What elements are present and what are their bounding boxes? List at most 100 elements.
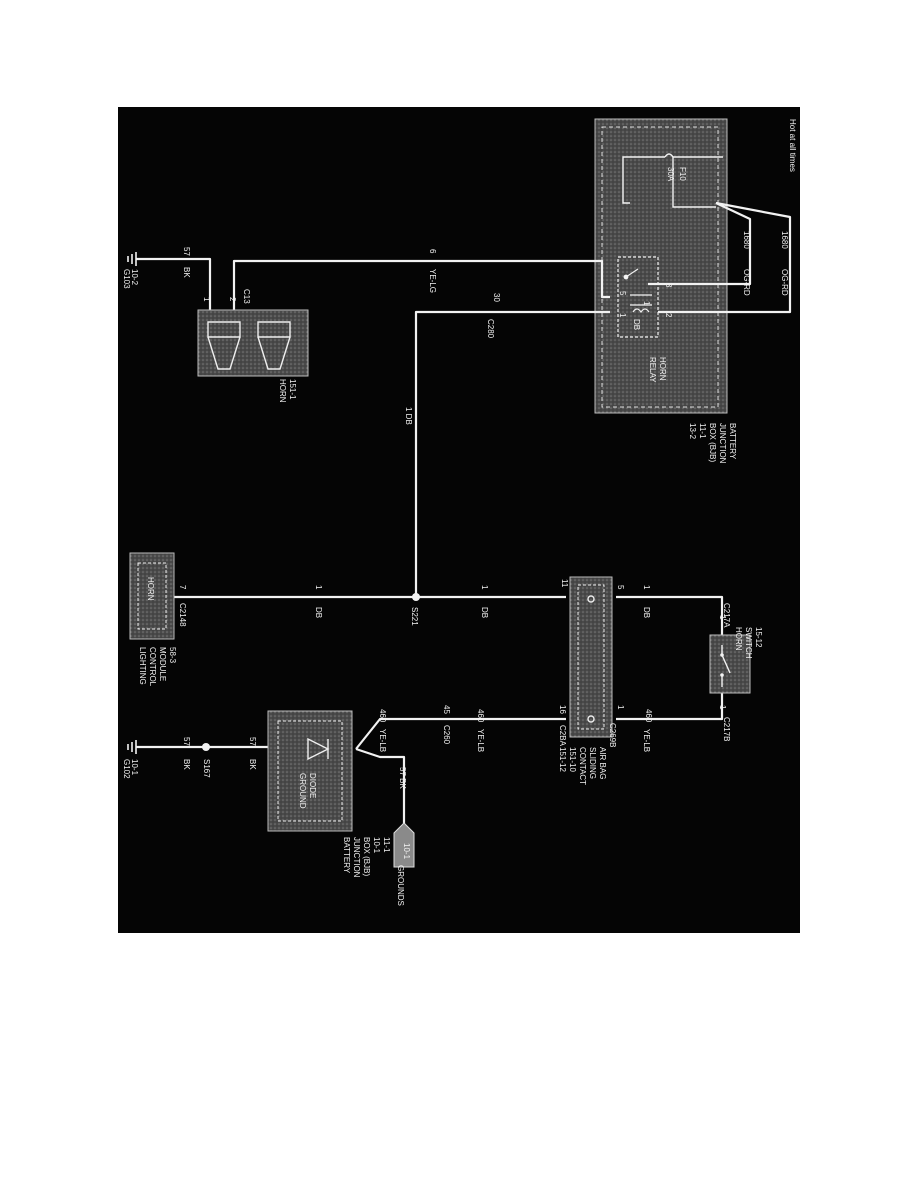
horn-pin-1: 1	[202, 297, 211, 302]
connector-c217b-label: C217B	[722, 717, 731, 741]
wire-1-vertical-label: 1 DB	[404, 407, 413, 425]
horn-switch-pin-bottom: 1	[718, 705, 727, 710]
horn	[197, 309, 309, 377]
wire-1680-inner	[648, 202, 752, 286]
diagram-canvas: Hot at all times F10 30A 1680 OG-RD 1680…	[122, 118, 797, 906]
ground-g103-ref: 10-2	[130, 269, 139, 286]
ground-diode-label-1: GROUND	[298, 773, 307, 809]
wire-57-bottom-circuit: 57	[248, 737, 257, 746]
splice-s221-label: S221	[410, 607, 419, 626]
wire-6-circuit: 6	[428, 249, 437, 254]
wire-1680-circuit-top: 1680	[780, 231, 789, 249]
wire-460-mid-pin: 16	[558, 705, 567, 714]
connector-c217a-label: C217A	[722, 603, 731, 628]
bjb-top-label-2: JUNCTION	[718, 423, 727, 464]
ground-symbol-g103	[127, 252, 137, 266]
airbag-label-3: CONTACT	[578, 747, 587, 785]
wire-57-top-color: BK	[182, 267, 191, 278]
airbag-label-4: 151-10	[568, 747, 577, 772]
wire-1-switch-pin: 5	[616, 585, 625, 590]
wire-1-s221-pin: 11	[560, 579, 569, 588]
wire-1-lcm-circuit: 1	[314, 585, 323, 590]
wire-460-switch-circuit: 460	[644, 709, 653, 723]
horn-switch-pin-top: 1	[718, 615, 727, 620]
wire-460-diode-circuit: 460	[378, 709, 387, 723]
ground-symbol-g102	[127, 740, 137, 754]
ground-g102-ref: 10-1	[130, 759, 139, 776]
wire-1-lcm-pin: 7	[178, 585, 187, 590]
wire-460-mid-circuit: 460	[476, 709, 485, 723]
splice-s167	[202, 743, 210, 751]
wire-57-grounds-label: 57 BK	[398, 767, 407, 789]
bjb-bottom-label-4: 10-1	[372, 837, 381, 854]
air-bag-sliding-contact	[569, 576, 613, 738]
horn-relay-label-2: RELAY	[648, 357, 657, 383]
ground-diode-box	[267, 710, 353, 832]
horn-label-2: 151-1	[288, 379, 297, 400]
wire-1-lcm-color: DB	[314, 607, 323, 618]
horn-relay	[617, 256, 659, 338]
horn-switch	[709, 634, 751, 694]
wire-1-db-switch	[616, 595, 724, 637]
bjb-top-label-1: BATTERY	[728, 423, 737, 460]
hot-at-all-times-label: Hot at all times	[788, 119, 797, 172]
bjb-bottom-label-1: BATTERY	[342, 837, 351, 874]
wire-6-ye-lg	[232, 259, 610, 315]
splice-s167-label: S167	[202, 759, 211, 778]
wire-57-bottom-color: BK	[248, 759, 257, 770]
wire-1-relay-pin: 30	[492, 293, 501, 302]
wire-1-switch-circuit: 1	[642, 585, 651, 590]
ground-g102-id: G102	[122, 759, 131, 779]
wire-1680-outer	[658, 201, 792, 314]
ground-g103-id: G103	[122, 269, 131, 289]
relay-pin-5: 5	[618, 291, 627, 296]
wiring-diagram: Hot at all times F10 30A 1680 OG-RD 1680…	[118, 107, 800, 933]
connector-c280-label: C280	[486, 319, 495, 339]
airbag-label-1: AIR BAG	[598, 747, 607, 779]
wire-460-switch	[616, 687, 724, 721]
fuse-rating-label: 30A	[666, 167, 675, 182]
bjb-top-label-4: 11-1	[698, 423, 707, 439]
bjb-top-label-5: 13-2	[688, 423, 697, 440]
connector-c13-label: C13	[242, 289, 251, 304]
airbag-label-5: 151-12	[558, 747, 567, 772]
bjb-bottom-label-3: BOX (BJB)	[362, 837, 371, 876]
wire-460-switch-color: YE-LB	[642, 729, 651, 752]
wire-57-ground-color: BK	[182, 759, 191, 770]
connector-c260-label: C260	[442, 725, 451, 745]
wire-57-top-circuit: 57	[182, 247, 191, 256]
wire-460-diode	[355, 747, 406, 825]
wire-460-mid	[355, 717, 566, 750]
airbag-label-2: SLIDING	[588, 747, 597, 779]
connector-c2ba-label: C2BA	[558, 725, 567, 747]
wire-1-s221-color: DB	[480, 607, 489, 618]
bjb-bottom-label-2: JUNCTION	[352, 837, 361, 878]
horn-switch-label-2: SWITCH	[744, 627, 753, 659]
lighting-control-module	[129, 552, 175, 640]
wire-1-relay-circuit: 1	[642, 301, 651, 306]
lighting-module-label-3: MODULE	[158, 647, 167, 681]
wire-460-diode-color: YE-LB	[378, 729, 387, 752]
wire-1-s221-circuit: 1	[480, 585, 489, 590]
relay-pin-3: 3	[664, 283, 673, 288]
wire-1-relay-color: DB	[632, 319, 641, 330]
grounds-connector	[393, 822, 415, 868]
horn-switch-label-1: HORN	[734, 627, 743, 651]
relay-pin-2: 2	[664, 313, 673, 318]
wire-1680-circuit-bottom: 1680	[742, 231, 751, 249]
relay-pin-1: 1	[618, 313, 627, 318]
wire-57-bk-top	[136, 257, 212, 317]
horn-pin-2: 2	[228, 297, 237, 302]
lighting-module-label-4: 58-3	[168, 647, 177, 664]
bjb-bottom-label-5: 11-1	[382, 837, 391, 853]
bjb-top-label-3: BOX (BJB)	[708, 423, 717, 462]
wire-460-mid-c260-pin: 45	[442, 705, 451, 714]
ground-diode-label-2: DIODE	[308, 773, 317, 798]
wire-460-mid-color: YE-LB	[476, 729, 485, 752]
lighting-module-label-2: CONTROL	[148, 647, 157, 687]
grounds-ref-label: 10-1	[402, 843, 411, 860]
wire-6-color: YE-LG	[428, 269, 437, 293]
lighting-inner-label: HORN	[146, 577, 155, 601]
wire-57-ground-circuit: 57	[182, 737, 191, 746]
horn-relay-label-1: HORN	[658, 357, 667, 381]
